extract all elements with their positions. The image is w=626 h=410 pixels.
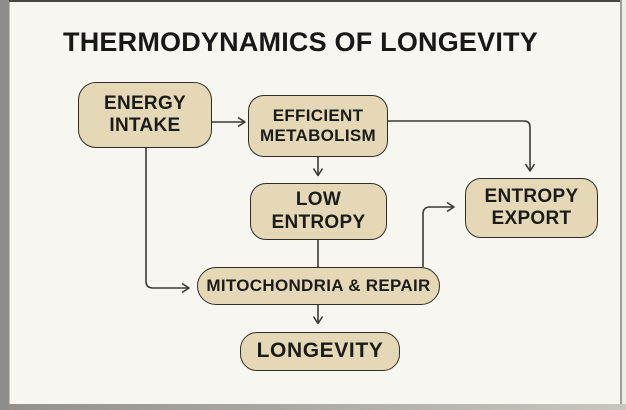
frame-left-edge	[0, 0, 10, 410]
node-entropy-export: ENTROPY EXPORT	[465, 178, 598, 238]
frame-right-margin	[622, 0, 626, 410]
page-title: THERMODYNAMICS OF LONGEVITY	[63, 27, 538, 57]
node-energy-intake: ENERGY INTAKE	[78, 82, 212, 148]
frame-right-edge	[620, 0, 622, 404]
node-efficient-metabolism: EFFICIENT METABOLISM	[248, 95, 388, 157]
node-longevity: LONGEVITY	[240, 332, 400, 371]
frame-bottom-edge	[9, 404, 626, 410]
node-low-entropy: LOW ENTROPY	[250, 183, 387, 240]
frame-top-edge	[9, 0, 623, 2]
node-mitochondria-repair: MITOCHONDRIA & REPAIR	[197, 267, 440, 305]
